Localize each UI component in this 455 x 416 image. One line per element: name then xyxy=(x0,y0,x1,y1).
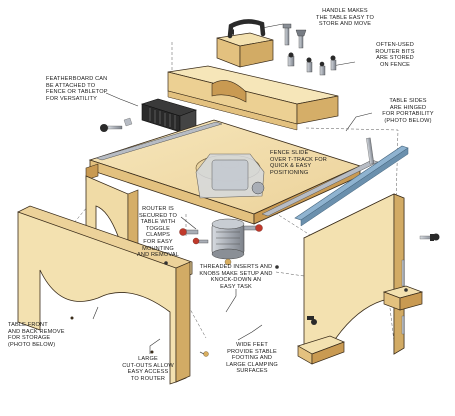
front-panel xyxy=(17,205,193,385)
side-knob xyxy=(419,233,440,241)
router xyxy=(179,153,265,266)
callout-router-bits: OFTEN-USED ROUTER BITS ARE STORED ON FEN… xyxy=(375,42,415,68)
featherboard xyxy=(100,98,197,133)
callout-featherboard: FEATHERBOARD CAN BE ATTACHED TO FENCE OR… xyxy=(46,76,108,102)
threaded-inserts xyxy=(164,261,279,357)
callout-fence-slide: FENCE SLIDE OVER T-TRACK FOR QUICK & EAS… xyxy=(270,150,327,176)
toggle-clamps xyxy=(179,224,263,245)
fence-t-track xyxy=(294,137,409,227)
right-side-panel xyxy=(297,193,405,365)
callout-table-front: TABLE FRONT AND BACK REMOVE FOR STORAGE … xyxy=(8,322,65,348)
fence-handle-assembly xyxy=(167,19,339,131)
callout-table-sides: TABLE SIDES ARE HINGED FOR PORTABILITY (… xyxy=(382,98,434,124)
router-bit-storage xyxy=(282,23,337,76)
router-motor xyxy=(211,218,245,266)
callout-router-clamps: ROUTER IS SECURED TO TABLE WITH TOGGLE C… xyxy=(137,206,179,259)
callout-cutouts: LARGE CUT-OUTS ALLOW EASY ACCESS TO ROUT… xyxy=(122,356,174,382)
foot-block xyxy=(382,259,424,335)
callout-wide-feet: WIDE FEET PROVIDE STABLE FOOTING AND LAR… xyxy=(226,342,278,375)
callout-threaded-inserts: THREADED INSERTS AND KNOBS MAKE SETUP AN… xyxy=(199,264,273,290)
callout-handle: HANDLE MAKES THE TABLE EASY TO STORE AND… xyxy=(316,8,374,28)
